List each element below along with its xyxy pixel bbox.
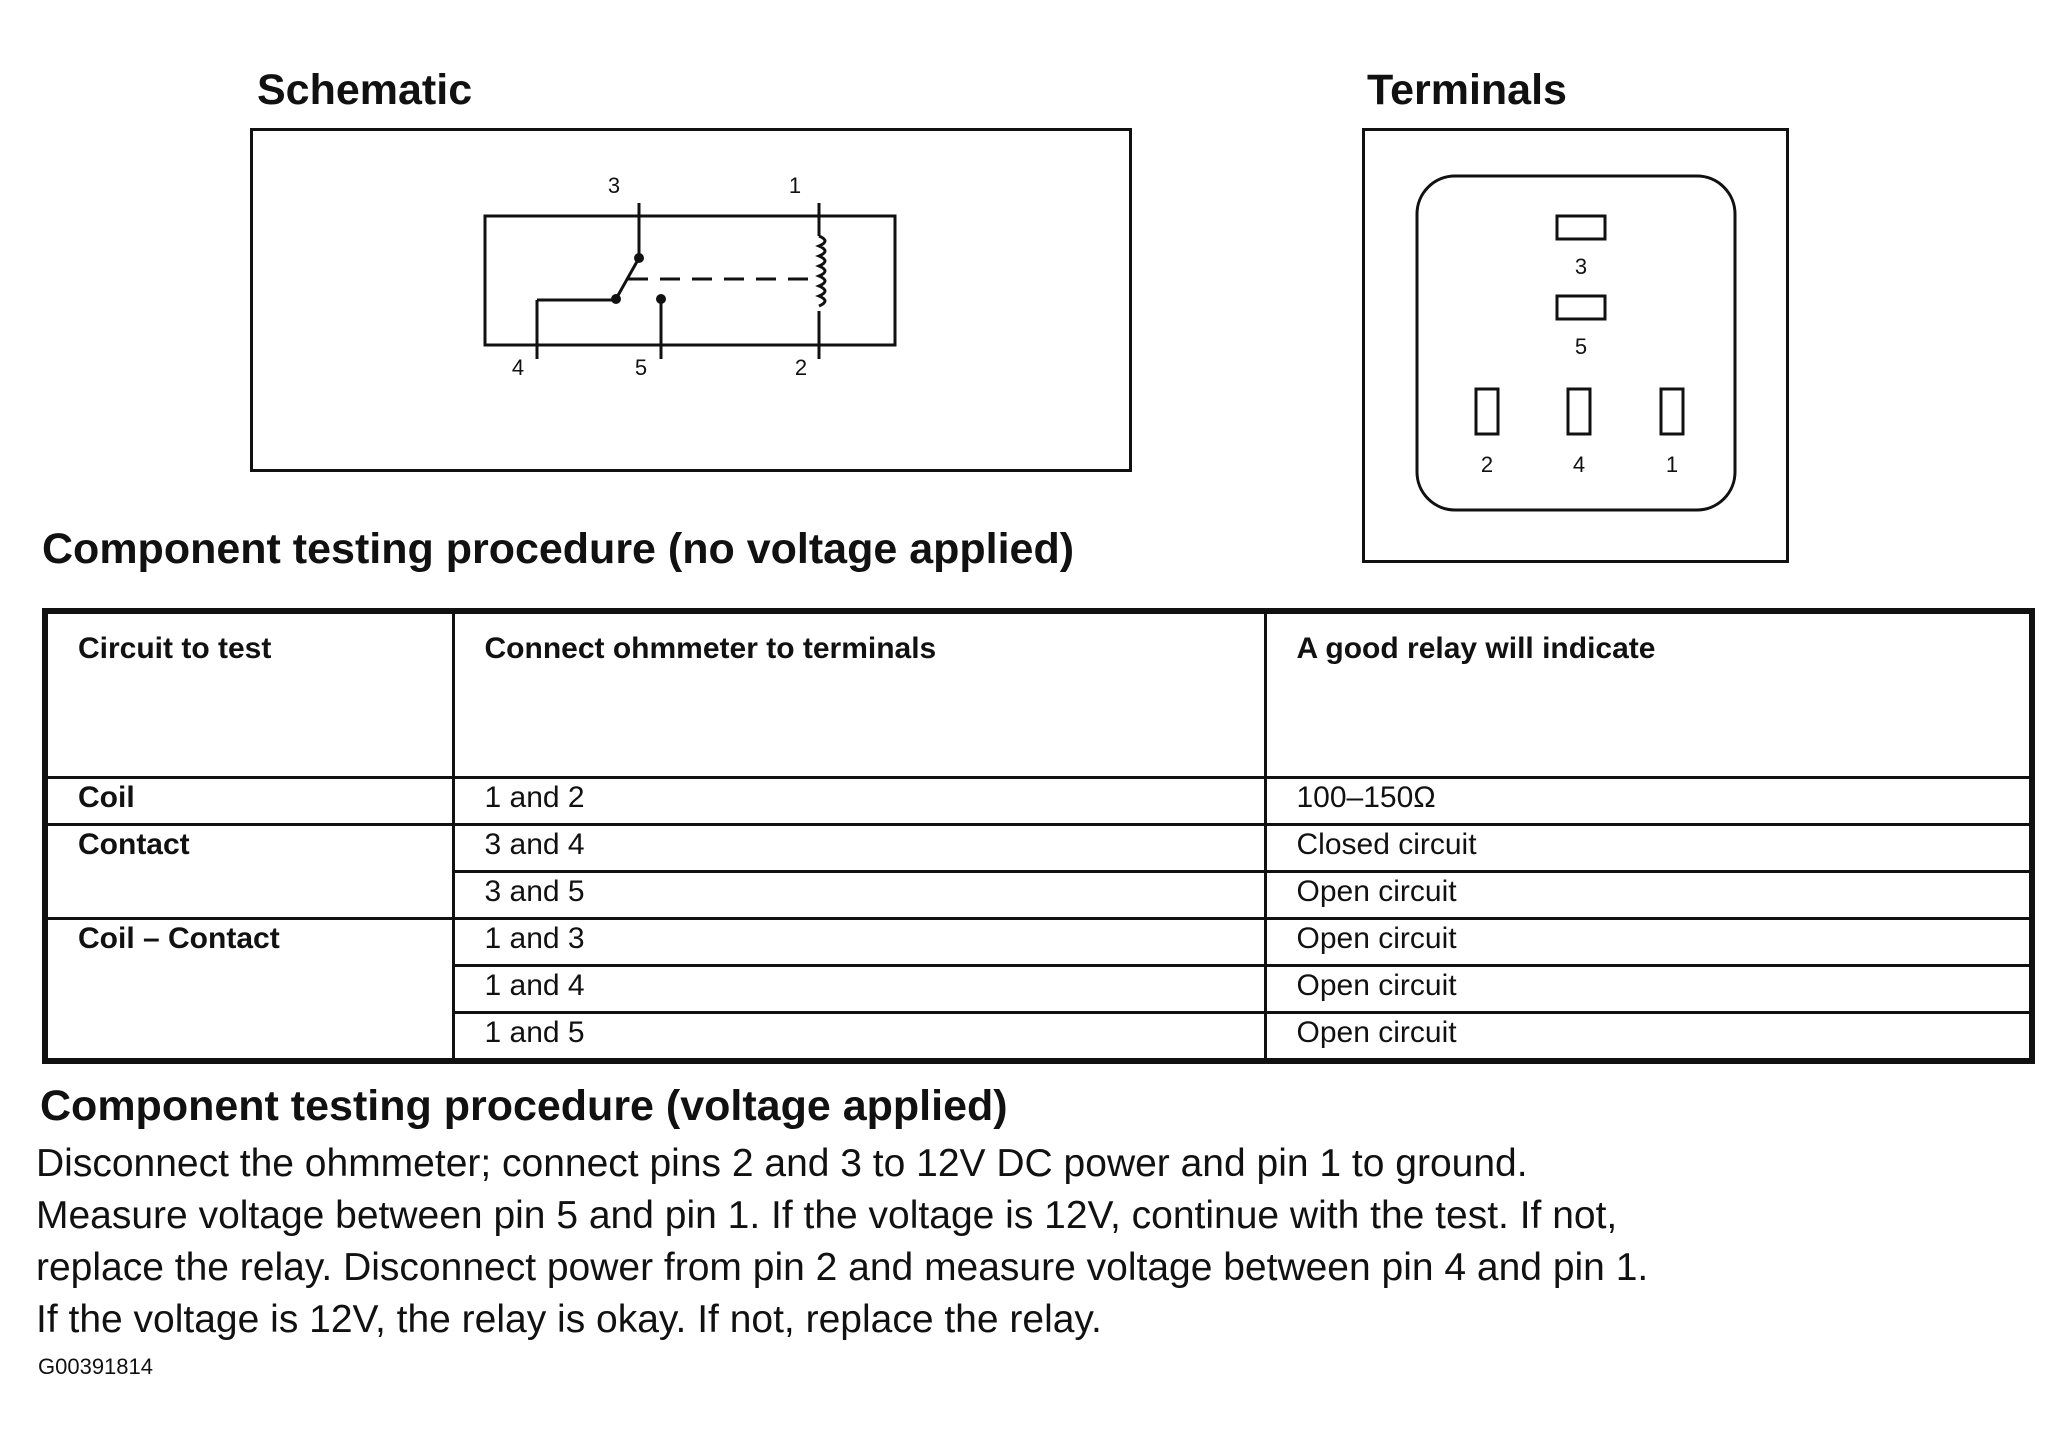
figure-code: G00391814 bbox=[38, 1354, 153, 1379]
terminals-cell: 3 and 5 bbox=[451, 870, 1267, 920]
terminals-cell: 1 and 5 bbox=[451, 1011, 1267, 1063]
header-result: A good relay will indicate bbox=[1263, 609, 2034, 779]
terminals-cell: 1 and 3 bbox=[451, 917, 1267, 967]
no-voltage-heading: Component testing procedure (no voltage … bbox=[42, 525, 1075, 573]
terminal-label-1: 1 bbox=[1666, 452, 1678, 477]
table-row: Coil 1 and 2 100–150Ω bbox=[43, 776, 2034, 826]
table-row: Coil – Contact 1 and 3 Open circuit bbox=[43, 917, 2034, 1063]
terminals-frame: 3 5 2 4 1 bbox=[1362, 128, 1789, 563]
table-row: Contact 3 and 4 Closed circuit bbox=[43, 823, 2034, 920]
terminal-label-2: 2 bbox=[1481, 452, 1493, 477]
terminal-label-4: 4 bbox=[1573, 452, 1585, 477]
schematic-pin-2: 2 bbox=[795, 355, 807, 380]
instruction-line: replace the relay. Disconnect power from… bbox=[36, 1246, 1649, 1289]
table-row: 3 and 5 Open circuit bbox=[45, 870, 2034, 920]
circuit-cell: Contact bbox=[43, 823, 455, 920]
terminal-3-slot bbox=[1555, 214, 1607, 241]
header-terminals: Connect ohmmeter to terminals bbox=[451, 609, 1267, 779]
terminal-2-slot bbox=[1474, 387, 1500, 436]
result-cell: 100–150Ω bbox=[1263, 776, 2034, 826]
result-cell: Open circuit bbox=[1263, 964, 2034, 1014]
terminals-cell: 3 and 4 bbox=[451, 823, 1267, 873]
connector-face bbox=[1415, 174, 1737, 512]
circuit-cell: Coil bbox=[43, 776, 455, 826]
schematic-pin-5: 5 bbox=[635, 355, 647, 380]
schematic-pin-4: 4 bbox=[512, 355, 524, 380]
header-circuit: Circuit to test bbox=[43, 609, 455, 779]
table-header-row: Circuit to test Connect ohmmeter to term… bbox=[43, 609, 2034, 779]
terminal-layout: 3 5 2 4 1 bbox=[1415, 174, 1737, 512]
schematic-pin-1: 1 bbox=[789, 173, 801, 198]
voltage-heading: Component testing procedure (voltage app… bbox=[40, 1082, 1008, 1130]
instruction-line: Measure voltage between pin 5 and pin 1.… bbox=[36, 1194, 1618, 1237]
result-cell: Open circuit bbox=[1263, 1011, 2034, 1063]
terminal-1-slot bbox=[1659, 387, 1685, 436]
terminals-cell: 1 and 4 bbox=[451, 964, 1267, 1014]
result-cell: Open circuit bbox=[1263, 917, 2034, 967]
terminals-cell: 1 and 2 bbox=[451, 776, 1267, 826]
instruction-line: Disconnect the ohmmeter; connect pins 2 … bbox=[36, 1142, 1528, 1185]
result-cell: Open circuit bbox=[1263, 870, 2034, 920]
terminal-label-3: 3 bbox=[1575, 254, 1587, 279]
schematic-pin-3: 3 bbox=[608, 173, 620, 198]
terminal-label-5: 5 bbox=[1575, 334, 1587, 359]
instruction-line: If the voltage is 12V, the relay is okay… bbox=[36, 1298, 1102, 1341]
terminals-title: Terminals bbox=[1367, 66, 1567, 114]
schematic-title: Schematic bbox=[257, 66, 473, 114]
terminal-5-slot bbox=[1555, 294, 1607, 321]
table-row: 1 and 5 Open circuit bbox=[45, 1011, 2034, 1063]
circuit-cell: Coil – Contact bbox=[43, 917, 455, 1063]
table-row: 1 and 4 Open circuit bbox=[45, 964, 2034, 1014]
relay-schematic: 3 1 4 5 2 bbox=[483, 173, 897, 380]
voltage-instructions: Disconnect the ohmmeter; connect pins 2 … bbox=[36, 1138, 1648, 1346]
terminal-4-slot bbox=[1566, 387, 1592, 436]
resistance-test-table: Circuit to test Connect ohmmeter to term… bbox=[42, 608, 2035, 1064]
schematic-frame: 3 1 4 5 2 bbox=[250, 128, 1132, 472]
result-cell: Closed circuit bbox=[1263, 823, 2034, 873]
